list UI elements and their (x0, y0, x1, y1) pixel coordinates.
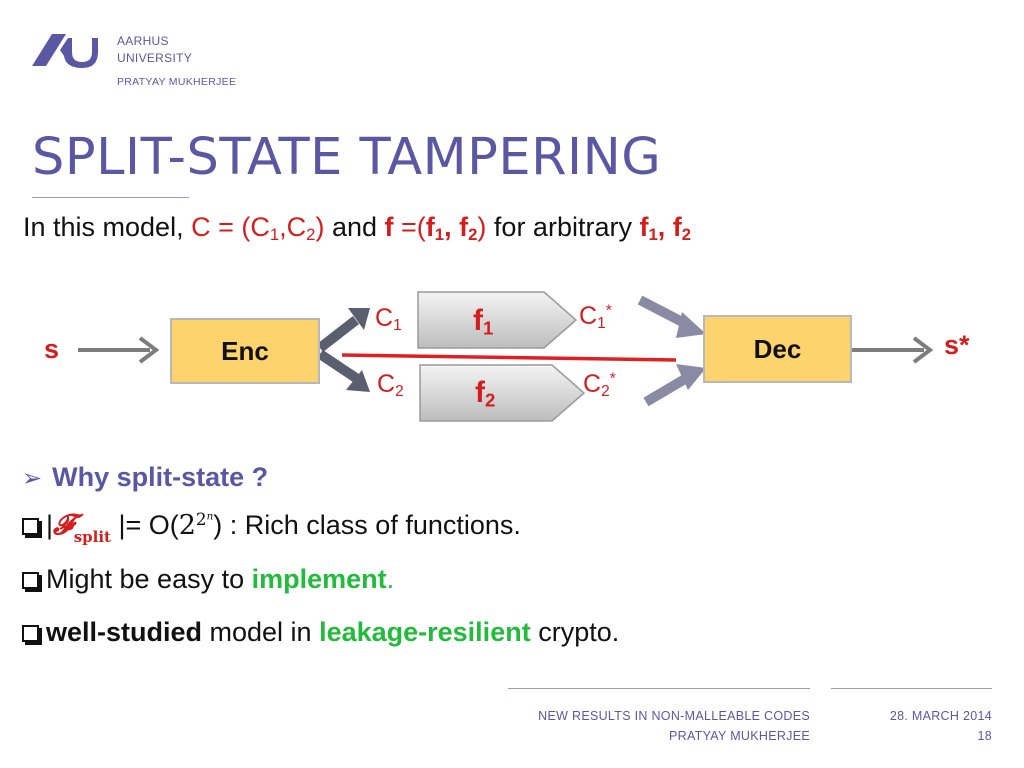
label-c2: C2 (377, 370, 404, 401)
label-f1-letter: f (473, 304, 483, 337)
label-c2-sub: 2 (395, 382, 404, 400)
output-s-star: s* (944, 330, 970, 360)
intro-sentence: In this model, C = (C1,C2) and f =(f1, f… (23, 212, 691, 245)
label-c1-star-letter: C (579, 302, 598, 330)
input-arrow (78, 336, 160, 364)
label-c2-star: C2* (583, 370, 616, 401)
leakage-resilient-highlight: leakage-resilient (319, 617, 531, 647)
implement-highlight: implement (251, 564, 387, 594)
encoder-label: Enc (221, 335, 269, 366)
intro-g1-sub: 1 (648, 225, 658, 245)
checkbox-bullet-icon (22, 518, 39, 535)
intro-text: In this model, (23, 212, 192, 242)
aarhus-university-logo (32, 34, 98, 68)
input-s: s (44, 334, 60, 364)
intro-g2-sub: 2 (681, 225, 692, 245)
intro-c-close: ) (315, 212, 325, 242)
intro-f-eq: =( (393, 212, 426, 242)
split-subscript: split (73, 528, 111, 546)
f2-box (419, 364, 586, 422)
abs-open: | (46, 510, 54, 540)
tampering-diagram: s Enc Dec s* C1 C2 C1* C2* f1 f2 (0, 270, 1024, 450)
label-f1: f1 (473, 304, 493, 340)
university-name-line1: AARHUS (117, 34, 169, 48)
footer-rule-right (831, 688, 992, 689)
intro-g1: f (639, 212, 649, 242)
label-c1-star: C1* (579, 302, 612, 333)
f1-box (417, 291, 578, 349)
bullet-rich-class: |𝓕split |= O(22n) : Rich class of functi… (22, 508, 521, 546)
intro-c-comma: ,C (279, 212, 307, 242)
intro-c1-sub: 1 (269, 225, 280, 245)
c1star-to-dec-arrow (637, 295, 706, 338)
label-f1-sub: 1 (483, 317, 494, 339)
math-exp-base-2: 2 (195, 508, 207, 529)
split-separator-line (341, 353, 677, 362)
math-base-2: 2 (178, 510, 196, 541)
label-c1-letter: C (375, 304, 394, 332)
intro-f2-sub: 2 (468, 225, 478, 245)
label-c2-star-sup: * (609, 370, 616, 388)
enc-to-c2-arrow (317, 349, 370, 392)
label-c1-star-sub: 1 (597, 314, 606, 332)
page-number: 18 (977, 729, 992, 743)
c2star-to-dec-arrow (643, 364, 706, 407)
decoder-box: Dec (703, 315, 852, 383)
checkbox-bullet-icon (22, 625, 39, 642)
intro-c2-sub: 2 (306, 225, 316, 245)
label-f2: f2 (475, 376, 495, 412)
bullet-well-studied: well-studied model in leakage-resilient … (22, 617, 619, 648)
diagram-arrows (78, 291, 934, 422)
bullet-why-split-state: ➢ Why split-state ? (22, 462, 268, 493)
script-f-symbol: 𝓕 (53, 508, 74, 541)
footer-author: PRATYAY MUKHERJEE (668, 729, 810, 743)
footer-rule-left (508, 688, 810, 689)
output-arrow (852, 336, 934, 364)
intro-for-arbitrary: for arbitrary (486, 212, 640, 242)
order-close: ) (213, 510, 223, 540)
enc-to-c1-arrow (316, 308, 370, 352)
header-author: PRATYAY MUKHERJEE (117, 76, 237, 88)
footer-talk-info: NEW RESULTS IN NON-MALLEABLE CODES PRATY… (538, 706, 810, 746)
well-studied-text: well-studied (46, 617, 203, 647)
easy-period: . (386, 564, 395, 594)
university-name-line2: UNIVERSITY (117, 51, 193, 65)
title-underline (32, 197, 189, 198)
label-c1: C1 (375, 304, 402, 335)
rich-class-text: : Rich class of functions. (222, 510, 521, 540)
crypto-text: crypto. (530, 617, 620, 647)
decoder-label: Dec (753, 333, 802, 364)
label-c1-star-sup: * (605, 302, 612, 320)
math-exp-n: n (206, 510, 214, 523)
label-f2-sub: 2 (485, 389, 496, 411)
intro-g-comma: , f (657, 212, 682, 242)
label-c1-sub: 1 (393, 316, 402, 334)
intro-f: f (384, 212, 394, 242)
label-c2-star-sub: 2 (601, 382, 610, 400)
footer-talk-title: NEW RESULTS IN NON-MALLEABLE CODES (538, 709, 810, 723)
intro-and: and (324, 212, 385, 242)
intro-f1-sub: 1 (434, 225, 445, 245)
intro-f-close: ) (477, 212, 487, 242)
easy-text: Might be easy to (46, 564, 252, 594)
slide-title: SPLIT-STATE TAMPERING (32, 128, 662, 187)
footer-date: 28. MARCH 2014 (889, 709, 992, 723)
encoder-box: Enc (170, 318, 320, 384)
why-split-state-text: Why split-state ? (52, 462, 269, 492)
label-c2-star-letter: C (583, 370, 602, 398)
model-in-text: model in (202, 617, 320, 647)
footer-date-page: 28. MARCH 2014 18 (890, 706, 992, 746)
bullet-easy-implement: Might be easy to implement. (22, 564, 394, 595)
intro-f-comma: , f (444, 212, 469, 242)
intro-f1: f (425, 212, 435, 242)
label-f2-letter: f (475, 376, 485, 409)
intro-c-def: C = (C (191, 212, 270, 242)
arrow-bullet-icon: ➢ (22, 465, 43, 492)
label-c2-letter: C (377, 370, 396, 398)
order-text: |= O( (110, 510, 179, 540)
checkbox-bullet-icon (22, 572, 39, 589)
